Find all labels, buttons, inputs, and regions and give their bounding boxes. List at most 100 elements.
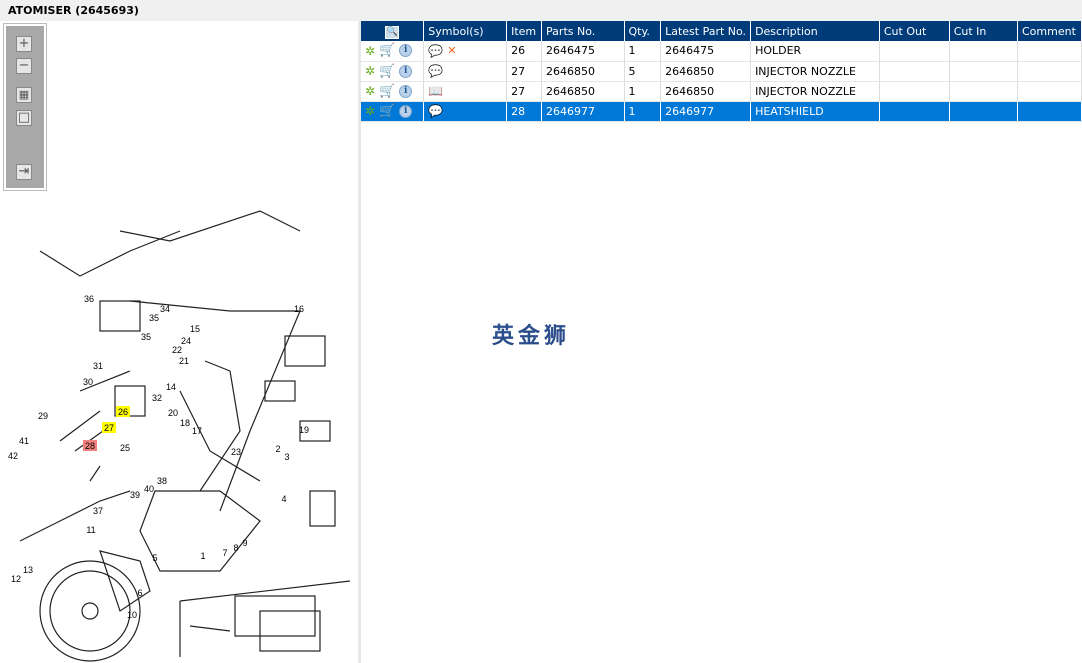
- column-header-cut-in[interactable]: Cut In: [949, 21, 1019, 41]
- zoom-out-button[interactable]: −: [16, 58, 32, 74]
- callout-label[interactable]: 26: [118, 407, 128, 417]
- callout-highlight: [116, 406, 130, 417]
- callout-label[interactable]: 35: [149, 313, 159, 323]
- info-icon[interactable]: i: [399, 84, 413, 98]
- cut-in-cell: [949, 81, 1019, 102]
- gear-icon[interactable]: ✲: [365, 43, 376, 58]
- column-header-description[interactable]: Description: [750, 21, 880, 41]
- cut-in-cell: [949, 101, 1019, 122]
- comment-cell: [1017, 61, 1082, 82]
- info-icon[interactable]: i: [399, 44, 413, 58]
- callout-label[interactable]: 12: [11, 574, 21, 584]
- cut-out-cell: [879, 81, 950, 102]
- column-header-item[interactable]: Item: [506, 21, 543, 41]
- watermark: 英金狮: [492, 324, 571, 349]
- diagram-toolbar: + − ▦ □ ⇥: [3, 23, 47, 191]
- callout-label[interactable]: 8: [233, 543, 238, 553]
- gear-icon[interactable]: ✲: [365, 104, 376, 118]
- callout-label[interactable]: 18: [180, 418, 190, 428]
- callout-label[interactable]: 15: [190, 324, 200, 334]
- callout-label[interactable]: 10: [127, 610, 137, 620]
- export-button[interactable]: ⇥: [16, 164, 32, 180]
- actual-size-button[interactable]: □: [16, 110, 32, 126]
- cart-icon[interactable]: 🛒: [379, 63, 396, 79]
- callout-label[interactable]: 37: [93, 506, 103, 516]
- cart-icon[interactable]: 🛒: [379, 83, 396, 99]
- column-header-cut-out[interactable]: Cut Out: [879, 21, 950, 41]
- callout-label[interactable]: 5: [152, 553, 157, 563]
- callout-label[interactable]: 17: [192, 426, 202, 436]
- callout-label[interactable]: 25: [120, 443, 130, 453]
- symbols-cell: 📖: [423, 81, 508, 102]
- callout-label[interactable]: 28: [85, 441, 95, 451]
- column-header-parts-no[interactable]: Parts No.: [541, 21, 625, 41]
- search-grid-icon[interactable]: 🔍: [385, 25, 400, 39]
- column-header-comment[interactable]: Comment: [1017, 21, 1082, 41]
- column-header-qty[interactable]: Qty.: [624, 21, 662, 41]
- symbols-cell: 💬✕: [423, 41, 508, 62]
- item-cell: 28: [506, 101, 543, 122]
- callout-label[interactable]: 16: [294, 304, 304, 314]
- callout-label[interactable]: 40: [144, 484, 154, 494]
- callout-label[interactable]: 21: [179, 356, 189, 366]
- zoom-in-button[interactable]: +: [16, 36, 32, 52]
- callout-label[interactable]: 2: [275, 444, 280, 454]
- callout-label[interactable]: 27: [104, 423, 114, 433]
- callout-label[interactable]: 6: [137, 588, 142, 598]
- callout-label[interactable]: 32: [152, 393, 162, 403]
- cart-icon[interactable]: 🛒: [379, 103, 396, 119]
- callout-label[interactable]: 23: [231, 447, 241, 457]
- callout-label[interactable]: 22: [172, 345, 182, 355]
- callout-label[interactable]: 20: [168, 408, 178, 418]
- info-icon[interactable]: i: [399, 64, 413, 78]
- callout-label[interactable]: 9: [242, 538, 247, 548]
- callout-label[interactable]: 35: [141, 332, 151, 342]
- callout-highlight: [83, 440, 97, 451]
- callout-label[interactable]: 41: [19, 436, 29, 446]
- callout-label[interactable]: 13: [23, 565, 33, 575]
- info-icon[interactable]: i: [399, 104, 413, 118]
- comment-icon[interactable]: 💬: [428, 64, 444, 78]
- callout-label[interactable]: 38: [157, 476, 167, 486]
- cut-out-cell: [879, 101, 950, 122]
- callout-label[interactable]: 1: [200, 551, 205, 561]
- callout-label[interactable]: 34: [160, 304, 170, 314]
- callout-label[interactable]: 14: [166, 382, 176, 392]
- callout-label[interactable]: 29: [38, 411, 48, 421]
- item-cell: 27: [506, 81, 543, 102]
- gear-icon[interactable]: ✲: [365, 84, 376, 98]
- callout-label[interactable]: 7: [222, 548, 227, 558]
- column-header-search[interactable]: 🔍: [361, 21, 425, 41]
- comment-icon[interactable]: 💬: [428, 43, 444, 58]
- splitter[interactable]: [358, 21, 361, 663]
- table-row[interactable]: ✲🛒i 💬 28 2646977 1 2646977 HEATSHIELD: [361, 101, 1082, 122]
- remove-icon[interactable]: ✕: [447, 44, 457, 58]
- gear-icon[interactable]: ✲: [365, 64, 376, 78]
- table-row[interactable]: ✲🛒i 💬 27 2646850 5 2646850 INJECTOR NOZZ…: [361, 61, 1082, 82]
- callout-label[interactable]: 11: [86, 525, 95, 535]
- latest-part-cell: 2646850: [660, 61, 752, 82]
- callout-label[interactable]: 42: [8, 451, 18, 461]
- callout-label[interactable]: 36: [84, 294, 94, 304]
- column-header-symbols[interactable]: Symbol(s): [423, 21, 508, 41]
- callout-label[interactable]: 4: [281, 494, 286, 504]
- callout-label[interactable]: 31: [93, 361, 103, 371]
- callout-label[interactable]: 24: [181, 336, 191, 346]
- table-row[interactable]: ✲🛒i 📖 27 2646850 1 2646850 INJECTOR NOZZ…: [361, 81, 1082, 102]
- comment-icon[interactable]: 💬: [428, 104, 444, 118]
- cut-out-cell: [879, 41, 950, 62]
- table-row[interactable]: ✲🛒i 💬✕ 26 2646475 1 2646475 HOLDER: [361, 41, 1082, 62]
- book-search-icon[interactable]: 📖: [428, 84, 444, 98]
- comment-cell: [1017, 81, 1082, 102]
- latest-part-cell: 2646850: [660, 81, 752, 102]
- cart-icon[interactable]: 🛒: [379, 43, 396, 59]
- callout-label[interactable]: 39: [130, 490, 140, 500]
- symbols-cell: 💬: [423, 61, 508, 82]
- callout-label[interactable]: 30: [83, 377, 93, 387]
- callout-label[interactable]: 19: [299, 425, 309, 435]
- column-header-latest-part[interactable]: Latest Part No.: [660, 21, 752, 41]
- fit-page-button[interactable]: ▦: [16, 87, 32, 103]
- callout-label[interactable]: 3: [284, 452, 289, 462]
